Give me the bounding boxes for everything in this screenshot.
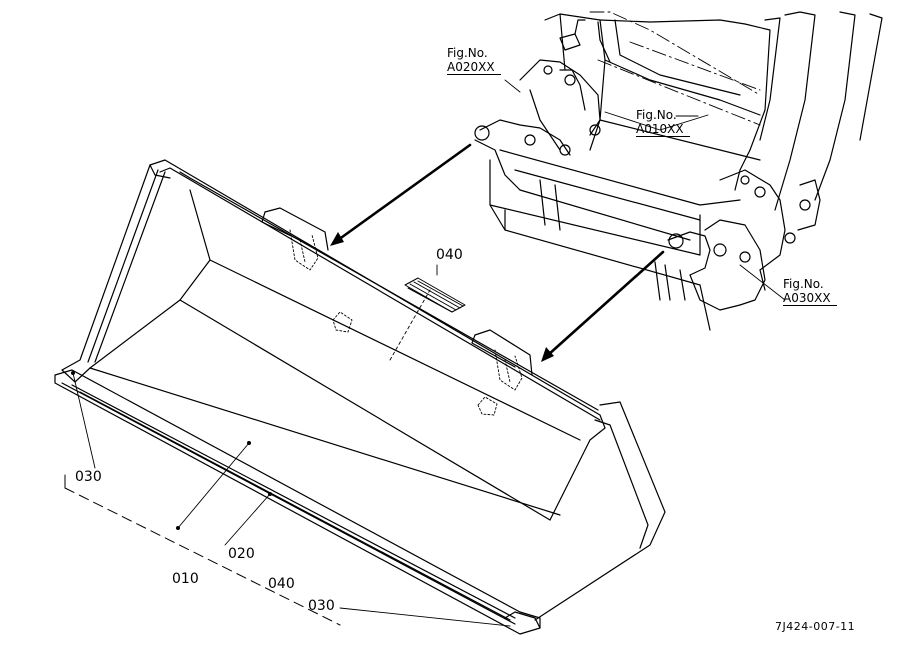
fig-ref-a020-head: Fig.No.	[447, 46, 488, 60]
part-number-010: 010	[172, 571, 199, 587]
fig-ref-a020: Fig.No. A020XX	[447, 46, 501, 75]
drawing-code: 7J424-007-11	[775, 620, 856, 633]
fig-ref-a010-head: Fig.No.	[636, 108, 677, 122]
hatched-plate	[404, 277, 466, 313]
part-number-040-top: 040	[436, 247, 463, 263]
leader-lines	[72, 79, 786, 627]
bucket	[54, 159, 666, 635]
hidden-lines	[289, 229, 523, 416]
fig-ref-a030-code: A030XX	[783, 291, 837, 306]
part-number-040-bottom: 040	[268, 576, 295, 592]
fig-ref-a030-head: Fig.No.	[783, 277, 824, 291]
fig-ref-a010-code: A010XX	[636, 122, 690, 137]
group-bracket	[64, 487, 341, 626]
assembly-arrows	[336, 143, 665, 357]
fig-ref-a010: Fig.No. A010XX	[636, 108, 690, 137]
part-number-020: 020	[228, 546, 255, 562]
part-number-030-bottom: 030	[308, 598, 335, 614]
loader-frame	[474, 11, 883, 331]
fig-ref-a020-code: A020XX	[447, 60, 501, 75]
fig-ref-a030: Fig.No. A030XX	[783, 277, 837, 306]
part-number-030-left: 030	[75, 469, 102, 485]
